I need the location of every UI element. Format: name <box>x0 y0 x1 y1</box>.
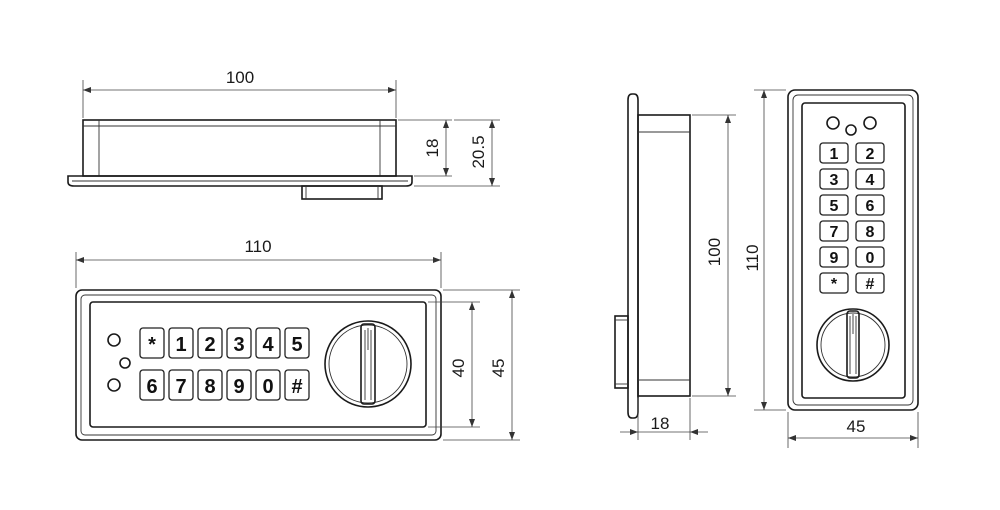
keypad-row-1: * 1 2 3 4 5 <box>139 327 310 359</box>
top-view-body <box>82 119 397 177</box>
side-view: 100 18 <box>614 93 736 440</box>
keypad-key: 0 <box>262 376 273 398</box>
keypad-key: # <box>866 276 875 293</box>
front-view-width-label: 110 <box>244 237 271 256</box>
vertical-keypad: 1 2 3 4 5 6 7 8 9 0 * # <box>819 142 885 294</box>
side-view-height-label: 100 <box>705 238 724 266</box>
led-indicator <box>826 116 840 130</box>
rotary-knob <box>324 320 412 408</box>
front-view-outer-frame <box>75 289 442 441</box>
front-view: * 1 2 3 4 5 6 7 8 9 0 # <box>75 237 520 441</box>
keypad-key: * <box>831 276 838 293</box>
vertical-view-inner-panel <box>801 102 906 399</box>
keypad-key: 7 <box>175 376 186 398</box>
keypad-key: 1 <box>830 146 839 163</box>
keypad-key: * <box>148 334 156 356</box>
keypad-key: 8 <box>204 376 215 398</box>
led-indicator <box>119 357 131 369</box>
keypad-key: 6 <box>866 198 875 215</box>
top-view: 100 18 20.5 <box>67 68 500 200</box>
vertical-view: 1 2 3 4 5 6 7 8 9 0 * # <box>743 89 919 448</box>
top-view-width-label: 100 <box>226 68 254 87</box>
keypad-key: # <box>291 376 302 398</box>
vertical-view-height-label: 110 <box>743 244 762 271</box>
side-view-depth-label: 18 <box>651 414 670 433</box>
front-view-outer-height-label: 45 <box>489 359 508 378</box>
vertical-view-outer-frame <box>787 89 919 411</box>
keypad-key: 8 <box>866 224 875 241</box>
keypad-key: 3 <box>233 334 244 356</box>
keypad-key: 6 <box>146 376 157 398</box>
keypad-key: 9 <box>830 250 839 267</box>
side-view-flange <box>627 93 639 419</box>
keypad-key: 1 <box>175 334 186 356</box>
keypad-key: 7 <box>830 224 839 241</box>
rotary-knob <box>816 308 890 382</box>
keypad-key: 2 <box>204 334 215 356</box>
front-view-inner-panel <box>89 301 427 428</box>
led-indicator <box>845 124 857 136</box>
keypad-key: 2 <box>866 146 875 163</box>
keypad-key: 4 <box>866 172 875 189</box>
keypad-key: 0 <box>866 250 875 267</box>
keypad-key: 9 <box>233 376 244 398</box>
led-indicator <box>863 116 877 130</box>
side-view-bolt <box>614 315 629 389</box>
keypad-key: 4 <box>262 334 274 356</box>
top-view-bolt <box>301 185 383 200</box>
top-view-overall-height-label: 20.5 <box>469 135 488 168</box>
top-view-height-label: 18 <box>423 139 442 158</box>
led-indicator <box>107 378 121 392</box>
led-indicator <box>107 333 121 347</box>
keypad-row-2: 6 7 8 9 0 # <box>139 369 310 401</box>
keypad-key: 5 <box>830 198 839 215</box>
keypad-key: 5 <box>291 334 302 356</box>
keypad-key: 3 <box>830 172 839 189</box>
side-view-body <box>637 114 691 397</box>
top-view-flange <box>67 175 413 187</box>
front-view-inner-height-label: 40 <box>449 359 468 378</box>
vertical-view-width-label: 45 <box>847 417 866 436</box>
